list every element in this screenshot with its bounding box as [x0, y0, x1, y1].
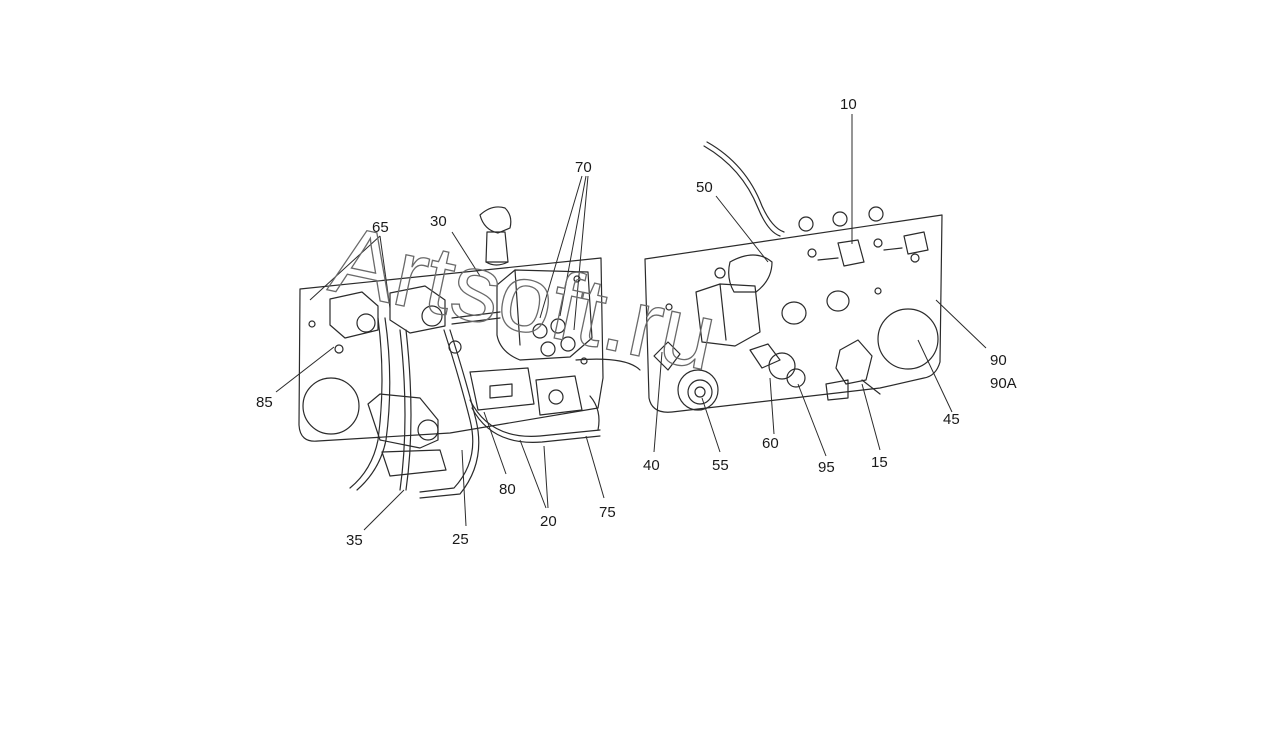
- callout-labels: 10 50 70 65 30 85 35 25 80 20 75 40 55 6…: [256, 96, 1017, 549]
- mounting-hole: [308, 320, 316, 328]
- callout-65: 65: [372, 219, 389, 236]
- brake-valve-70: [496, 269, 593, 361]
- valve-knob-30: [479, 206, 512, 266]
- panel-hole: [781, 301, 807, 325]
- connectors-10: [798, 206, 929, 267]
- callout-60: 60: [762, 435, 779, 452]
- mounting-hole: [580, 357, 588, 365]
- callout-30: 30: [430, 213, 447, 230]
- leader-lines: [275, 114, 987, 531]
- valve-35: [367, 393, 447, 477]
- callout-85: 85: [256, 394, 273, 411]
- callout-40: 40: [643, 457, 660, 474]
- callout-90a: 90A: [990, 375, 1017, 392]
- left-valve-panel: [298, 206, 641, 499]
- callout-35: 35: [346, 532, 363, 549]
- mounting-hole: [874, 287, 882, 295]
- selector-15: [825, 339, 881, 401]
- left-panel-hole: [302, 377, 360, 435]
- mounting-hole: [910, 253, 920, 263]
- relay-valve-80: [469, 367, 535, 411]
- callout-50: 50: [696, 179, 713, 196]
- callout-25: 25: [452, 531, 469, 548]
- watermark-logo: Artsoft.ru: [322, 206, 725, 392]
- panel-hole: [826, 290, 850, 312]
- mounting-hole: [573, 275, 581, 283]
- callout-80: 80: [499, 481, 516, 498]
- callout-95: 95: [818, 459, 835, 476]
- cable-50: [703, 145, 781, 237]
- switch-40: [653, 341, 681, 371]
- right-control-panel: [644, 141, 943, 413]
- callout-55: 55: [712, 457, 729, 474]
- right-panel-hole-45: [877, 308, 939, 370]
- callout-75: 75: [599, 504, 616, 521]
- mounting-hole: [665, 303, 673, 311]
- mounting-hole: [334, 344, 344, 354]
- mounting-hole: [714, 267, 726, 279]
- gauge-65a: [329, 291, 379, 339]
- callout-45: 45: [943, 411, 960, 428]
- switch-box-50: [695, 254, 773, 347]
- gauge-65b: [389, 285, 446, 334]
- callout-70: 70: [575, 159, 592, 176]
- callout-15: 15: [871, 454, 888, 471]
- callout-10: 10: [840, 96, 857, 113]
- relay-valve-20: [535, 375, 583, 416]
- knob-60: [749, 343, 806, 388]
- knob-55: [677, 369, 719, 411]
- callout-90: 90: [990, 352, 1007, 369]
- callout-20: 20: [540, 513, 557, 530]
